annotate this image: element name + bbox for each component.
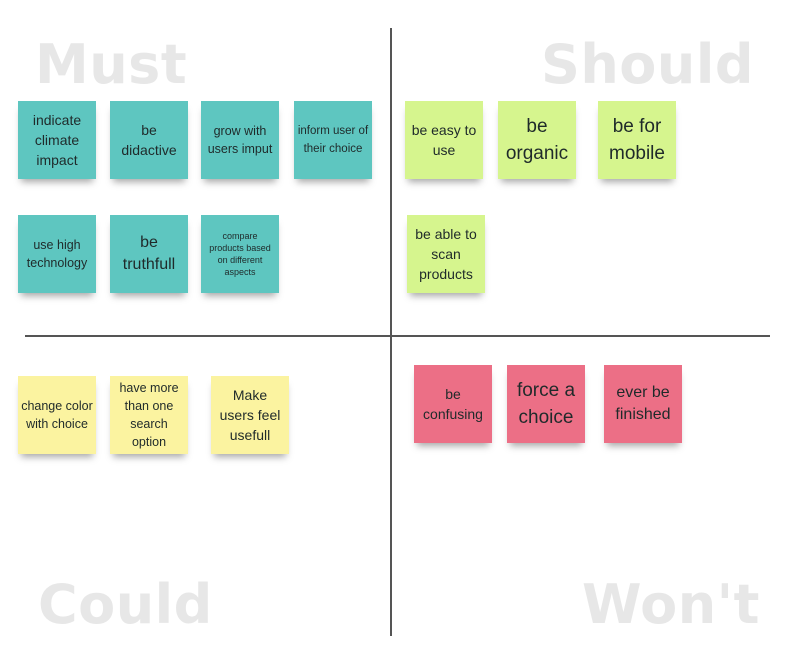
sticky-note-text: grow with users imput <box>207 124 273 156</box>
sticky-note-must-truthfull[interactable]: be truthfull <box>110 215 188 293</box>
sticky-note-should-scan-products[interactable]: be able to scan products <box>407 215 485 293</box>
quadrant-label-could: Could <box>38 573 213 636</box>
sticky-note-could-search-option[interactable]: have more than one search option <box>110 376 188 454</box>
sticky-note-text: force a choice <box>516 380 576 428</box>
sticky-note-text: inform user of their choice <box>297 125 369 155</box>
sticky-note-should-organic[interactable]: be organic <box>498 101 576 179</box>
sticky-note-must-high-technology[interactable]: use high technology <box>18 215 96 293</box>
sticky-note-must-didactive[interactable]: be didactive <box>110 101 188 179</box>
sticky-note-must-grow-with-users[interactable]: grow with users imput <box>201 101 279 179</box>
sticky-note-could-users-usefull[interactable]: Make users feel usefull <box>211 376 289 454</box>
sticky-note-must-inform-user[interactable]: inform user of their choice <box>294 101 372 179</box>
sticky-note-text: Make users feel usefull <box>219 387 281 443</box>
sticky-note-text: change color with choice <box>21 399 93 431</box>
vertical-divider <box>390 28 392 636</box>
sticky-note-text: be organic <box>505 116 569 164</box>
sticky-note-text: be didactive <box>121 122 177 158</box>
sticky-note-text: use high technology <box>26 238 88 270</box>
sticky-note-text: be easy to use <box>411 122 477 158</box>
sticky-note-wont-force-choice[interactable]: force a choice <box>507 365 585 443</box>
sticky-note-text: ever be finished <box>615 384 671 423</box>
quadrant-label-must: Must <box>35 33 188 96</box>
sticky-note-should-easy-to-use[interactable]: be easy to use <box>405 101 483 179</box>
horizontal-divider <box>25 335 770 337</box>
sticky-note-text: compare products based on different aspe… <box>209 231 271 277</box>
sticky-note-should-mobile[interactable]: be for mobile <box>598 101 676 179</box>
sticky-note-text: be confusing <box>423 386 483 422</box>
sticky-note-text: be truthfull <box>122 234 176 273</box>
sticky-note-wont-finished[interactable]: ever be finished <box>604 365 682 443</box>
sticky-note-could-change-color[interactable]: change color with choice <box>18 376 96 454</box>
sticky-note-text: indicate climate impact <box>32 112 82 168</box>
sticky-note-text: be for mobile <box>609 116 665 164</box>
sticky-note-must-compare-products[interactable]: compare products based on different aspe… <box>201 215 279 293</box>
sticky-note-text: have more than one search option <box>119 381 179 449</box>
sticky-note-text: be able to scan products <box>415 226 477 282</box>
sticky-note-wont-confusing[interactable]: be confusing <box>414 365 492 443</box>
quadrant-label-wont: Won't <box>581 573 760 636</box>
quadrant-label-should: Should <box>540 33 754 96</box>
sticky-note-must-climate-impact[interactable]: indicate climate impact <box>18 101 96 179</box>
